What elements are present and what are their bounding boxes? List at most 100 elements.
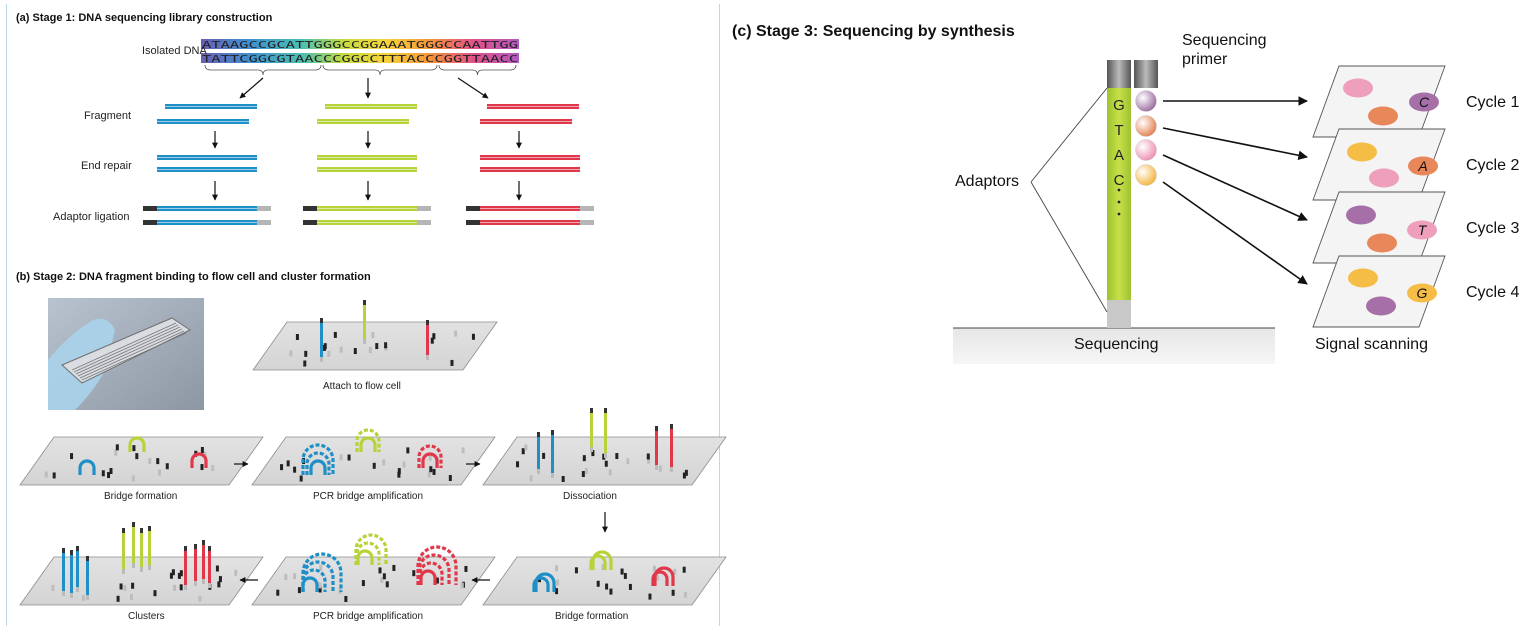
platform-bridge2-adapter-dot [556, 579, 560, 586]
platform-clusters-adapter-dot [179, 584, 183, 591]
cluster-red-2-base [194, 581, 197, 586]
platform-clusters-adapter-dot [171, 569, 175, 576]
cluster-blue-4-tip [86, 556, 89, 561]
flow-cell-lane-1 [71, 322, 177, 371]
fragment-1-bottom-hl [157, 121, 249, 122]
arrow-fragment-3 [457, 77, 489, 99]
platform-pcr2-adapter-dot [344, 596, 348, 603]
platform-bridge2-adapter-dot [601, 564, 605, 571]
platform-dissociation-adapter-dot [521, 448, 525, 455]
cycle-arrow-3 [1162, 154, 1308, 221]
platform-bridge2-adapter-dot [620, 568, 624, 575]
ball-purple [1135, 90, 1157, 112]
pcr1-arch-green-1 [359, 436, 377, 452]
bridge2-arch-blue-2 [534, 572, 556, 592]
platform-bridge1-adapter-dot [200, 464, 204, 471]
cycle-arrow-2 [1162, 127, 1308, 160]
bridge1-arch-blue [78, 459, 96, 475]
cluster-green-3-base [140, 567, 143, 572]
diss-blue-1 [537, 432, 540, 474]
row-label-adaptor-ligation: Adaptor ligation [53, 211, 130, 223]
platform-pcr2-adapter-dot [319, 564, 323, 571]
cluster-red-2 [194, 544, 197, 586]
diss-green-1-base [590, 447, 593, 452]
cluster-blue-1-base [62, 591, 65, 596]
flow-cell-lane-6 [81, 332, 187, 381]
template-column [1107, 60, 1131, 328]
pcr1-arch-red-2 [417, 444, 443, 468]
ligated-1-bottom-hl [143, 222, 271, 223]
stage3-title: (c) Stage 3: Sequencing by synthesis [732, 23, 1015, 40]
stage1-title: (a) Stage 1: DNA sequencing library cons… [16, 12, 273, 24]
ellipsis-dot-3 [1117, 212, 1121, 216]
caption-pcr-1: PCR bridge amplification [313, 491, 424, 502]
bridge1-arch-red [190, 452, 208, 468]
scan-plate-4 [1312, 255, 1446, 328]
platform-attach-adapter-dot [304, 350, 308, 357]
pcr1-arch-red-1 [421, 452, 439, 468]
fragment-1-top-hl [165, 106, 257, 107]
adaptor-pointer-bottom [1030, 181, 1108, 313]
platform-dissociation-adapter-dot [626, 458, 630, 465]
platform-bridge2-adapter-dot [682, 566, 686, 573]
platform-dissociation-adapter-dot [658, 465, 662, 472]
pcr2-arch-green-3 [354, 533, 388, 565]
ball-yellow [1135, 164, 1157, 186]
platform-clusters-adapter-dot [169, 572, 173, 579]
attach-strand-green-tip [363, 300, 366, 305]
pcr1-arch-green-2 [355, 428, 381, 452]
bridge2-arch-red-1 [651, 570, 669, 586]
cluster-green-2-base [132, 563, 135, 568]
fragment-3-bottom-hl [480, 121, 572, 122]
bridge1-arch-green [128, 436, 146, 452]
platform-bridge1-adapter-dot [114, 449, 118, 456]
platform-bridge2-adapter-dot [683, 591, 687, 598]
platform-bridge1-adapter-dot [115, 444, 119, 451]
signal-spot-1-1 [1343, 78, 1373, 98]
adaptor-left-3-bottom [466, 220, 480, 225]
attach-strand-blue [320, 318, 323, 362]
dna-sequence-bottom: TATTCGGCGTAACCCGGCCTTTACCCGGTTAACC [202, 54, 518, 65]
platform-clusters-adapter-dot [218, 576, 222, 583]
platform-pcr2-adapter-dot [293, 573, 297, 580]
ellipsis-dot-1 [1117, 188, 1121, 192]
platform-attach-adapter-dot [371, 332, 375, 339]
platform-bridge2-adapter-dot [652, 565, 656, 572]
platform-clusters-adapter-dot [131, 582, 135, 589]
cluster-blue-2 [70, 550, 73, 598]
base-letter-C: C [1114, 172, 1125, 189]
platform-bridge1-adapter-dot [44, 471, 48, 478]
platform-attach-adapter-dot [432, 333, 436, 340]
platform-pcr1-adapter-dot [406, 447, 410, 454]
cluster-red-4 [208, 546, 211, 588]
platform-pcr1-adapter-dot [397, 471, 401, 478]
diss-green-2-tip [604, 408, 607, 413]
platform-bridge2-adapter-dot [673, 568, 677, 575]
attach-strand-red [426, 320, 429, 360]
endrepair-1-top-hl [157, 157, 257, 158]
diss-blue-2 [551, 430, 554, 478]
cycle-base-letter-1: C [1419, 94, 1430, 110]
dna-sequence-top: ATAAGCCGCATTGGGCCGGAAATGGGCCAATTGG [202, 40, 519, 51]
platform-clusters-adapter-dot [177, 572, 181, 579]
adaptor-right-3-top [580, 206, 594, 211]
attach-strand-blue-tip [320, 318, 323, 323]
cycle-4-label: Cycle 4 [1466, 284, 1520, 301]
cluster-green-1 [122, 528, 125, 574]
platform-clusters-adapter-dot [198, 595, 202, 602]
caption-dissociation: Dissociation [563, 491, 617, 502]
ligated-1-top-hl [143, 208, 271, 209]
column-bottom-adaptor [1107, 300, 1131, 328]
platform-clusters-adapter-dot [173, 584, 177, 591]
platform-bridge1-adapter-dot [203, 451, 207, 458]
endrepair-3-top-hl [480, 157, 580, 158]
primer-label-line2: primer [1182, 51, 1228, 68]
platform-bridge1 [19, 436, 264, 486]
diss-green-2 [604, 408, 607, 458]
cluster-red-3-tip [202, 540, 205, 545]
ligated-2-top-hl [303, 208, 431, 209]
adaptor-right-3-bottom [580, 220, 594, 225]
platform-bridge1-adapter-dot [52, 472, 56, 479]
ball-orange [1135, 115, 1157, 137]
